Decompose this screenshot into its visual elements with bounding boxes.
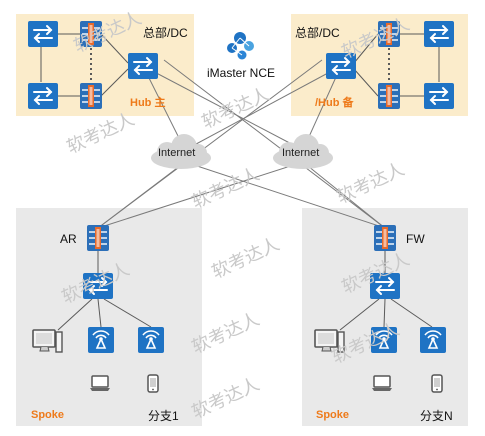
spoke-right-links <box>339 249 433 331</box>
hub-backup-links <box>353 33 440 97</box>
internet-left-label: Internet <box>158 147 196 159</box>
hub-backup-firewall-bottom <box>377 82 401 110</box>
internet-right-label: Internet <box>282 147 320 159</box>
spoke-left-ap-2 <box>137 326 165 354</box>
controller-label: iMaster NCE <box>207 66 276 80</box>
link-hub-main-fw <box>163 59 386 229</box>
hub-backup-site-label: 总部/DC <box>295 26 340 40</box>
link-internet-left-fw <box>184 161 386 229</box>
spoke-right-role-label: Spoke <box>316 409 350 421</box>
hub-main-site-label: 总部/DC <box>143 26 188 40</box>
spoke-right-ap-2 <box>419 326 447 354</box>
spoke-right-gateway-label: FW <box>406 232 425 246</box>
spoke-right-phone-icon <box>431 374 443 393</box>
spoke-left-ap-1 <box>87 326 115 354</box>
hub-backup-switch-bottom-right <box>423 82 455 110</box>
spoke-left-role-label: Spoke <box>31 409 65 421</box>
spoke-right-fw <box>373 224 397 252</box>
spoke-left-links <box>57 249 152 331</box>
link-hub-backup-internet-left <box>184 65 342 151</box>
spoke-left-branch-label: 分支1 <box>148 409 179 423</box>
spoke-right-laptop-icon <box>371 375 393 392</box>
spoke-left-gateway-label: AR <box>60 232 77 246</box>
hub-main-role-label: Hub 主 <box>130 97 166 109</box>
link-hub-main-internet-right <box>142 65 304 151</box>
spoke-left-phone-icon <box>147 374 159 393</box>
hub-main-firewall-bottom <box>79 82 103 110</box>
link-internet-left-ar <box>97 161 186 229</box>
hub-main-switch-top-left <box>27 20 59 48</box>
hub-main-router <box>127 52 159 80</box>
hub-main-switch-bottom-left <box>27 82 59 110</box>
hub-backup-switch-top-right <box>423 20 455 48</box>
link-internet-right-ar <box>97 161 304 229</box>
hub-backup-role-label: /Hub 备 <box>315 97 354 109</box>
link-internet-right-fw <box>302 161 386 229</box>
controller-icon <box>227 32 254 60</box>
spoke-left-ar-router <box>86 224 110 252</box>
spoke-left-laptop-icon <box>89 375 111 392</box>
spoke-right-branch-label: 分支N <box>420 409 453 423</box>
